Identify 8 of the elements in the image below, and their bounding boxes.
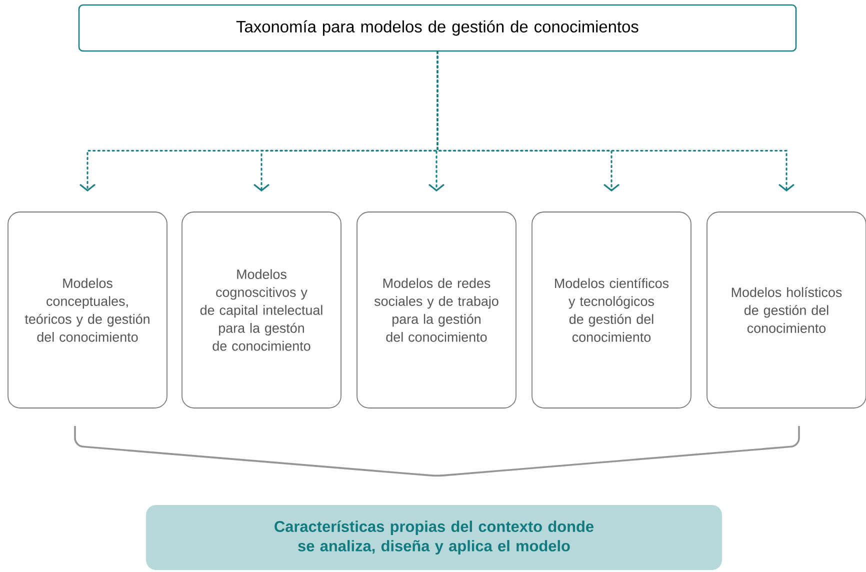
arrow <box>436 50 794 192</box>
title-box: Taxonomía para modelos de gestión de conocimientos <box>78 4 797 52</box>
model-box: Modelos científicos y tecnológicos de gestión del conocimiento <box>532 212 692 408</box>
model-box: Modelos holísticos de gestión del conocimiento <box>706 212 866 408</box>
model-box: Modelos conceptuales, teóricos y de gestión del conocimiento <box>8 212 168 408</box>
context-box: Características propias del contexto donde se analiza, diseña y aplica el modelo <box>146 505 722 570</box>
model-box: Modelos de redes sociales y de trabajo para la gestión del conocimiento <box>356 212 516 408</box>
model-box: Modelos cognoscitivos y de capital intelectual para la gestón de conocimiento <box>182 212 342 408</box>
